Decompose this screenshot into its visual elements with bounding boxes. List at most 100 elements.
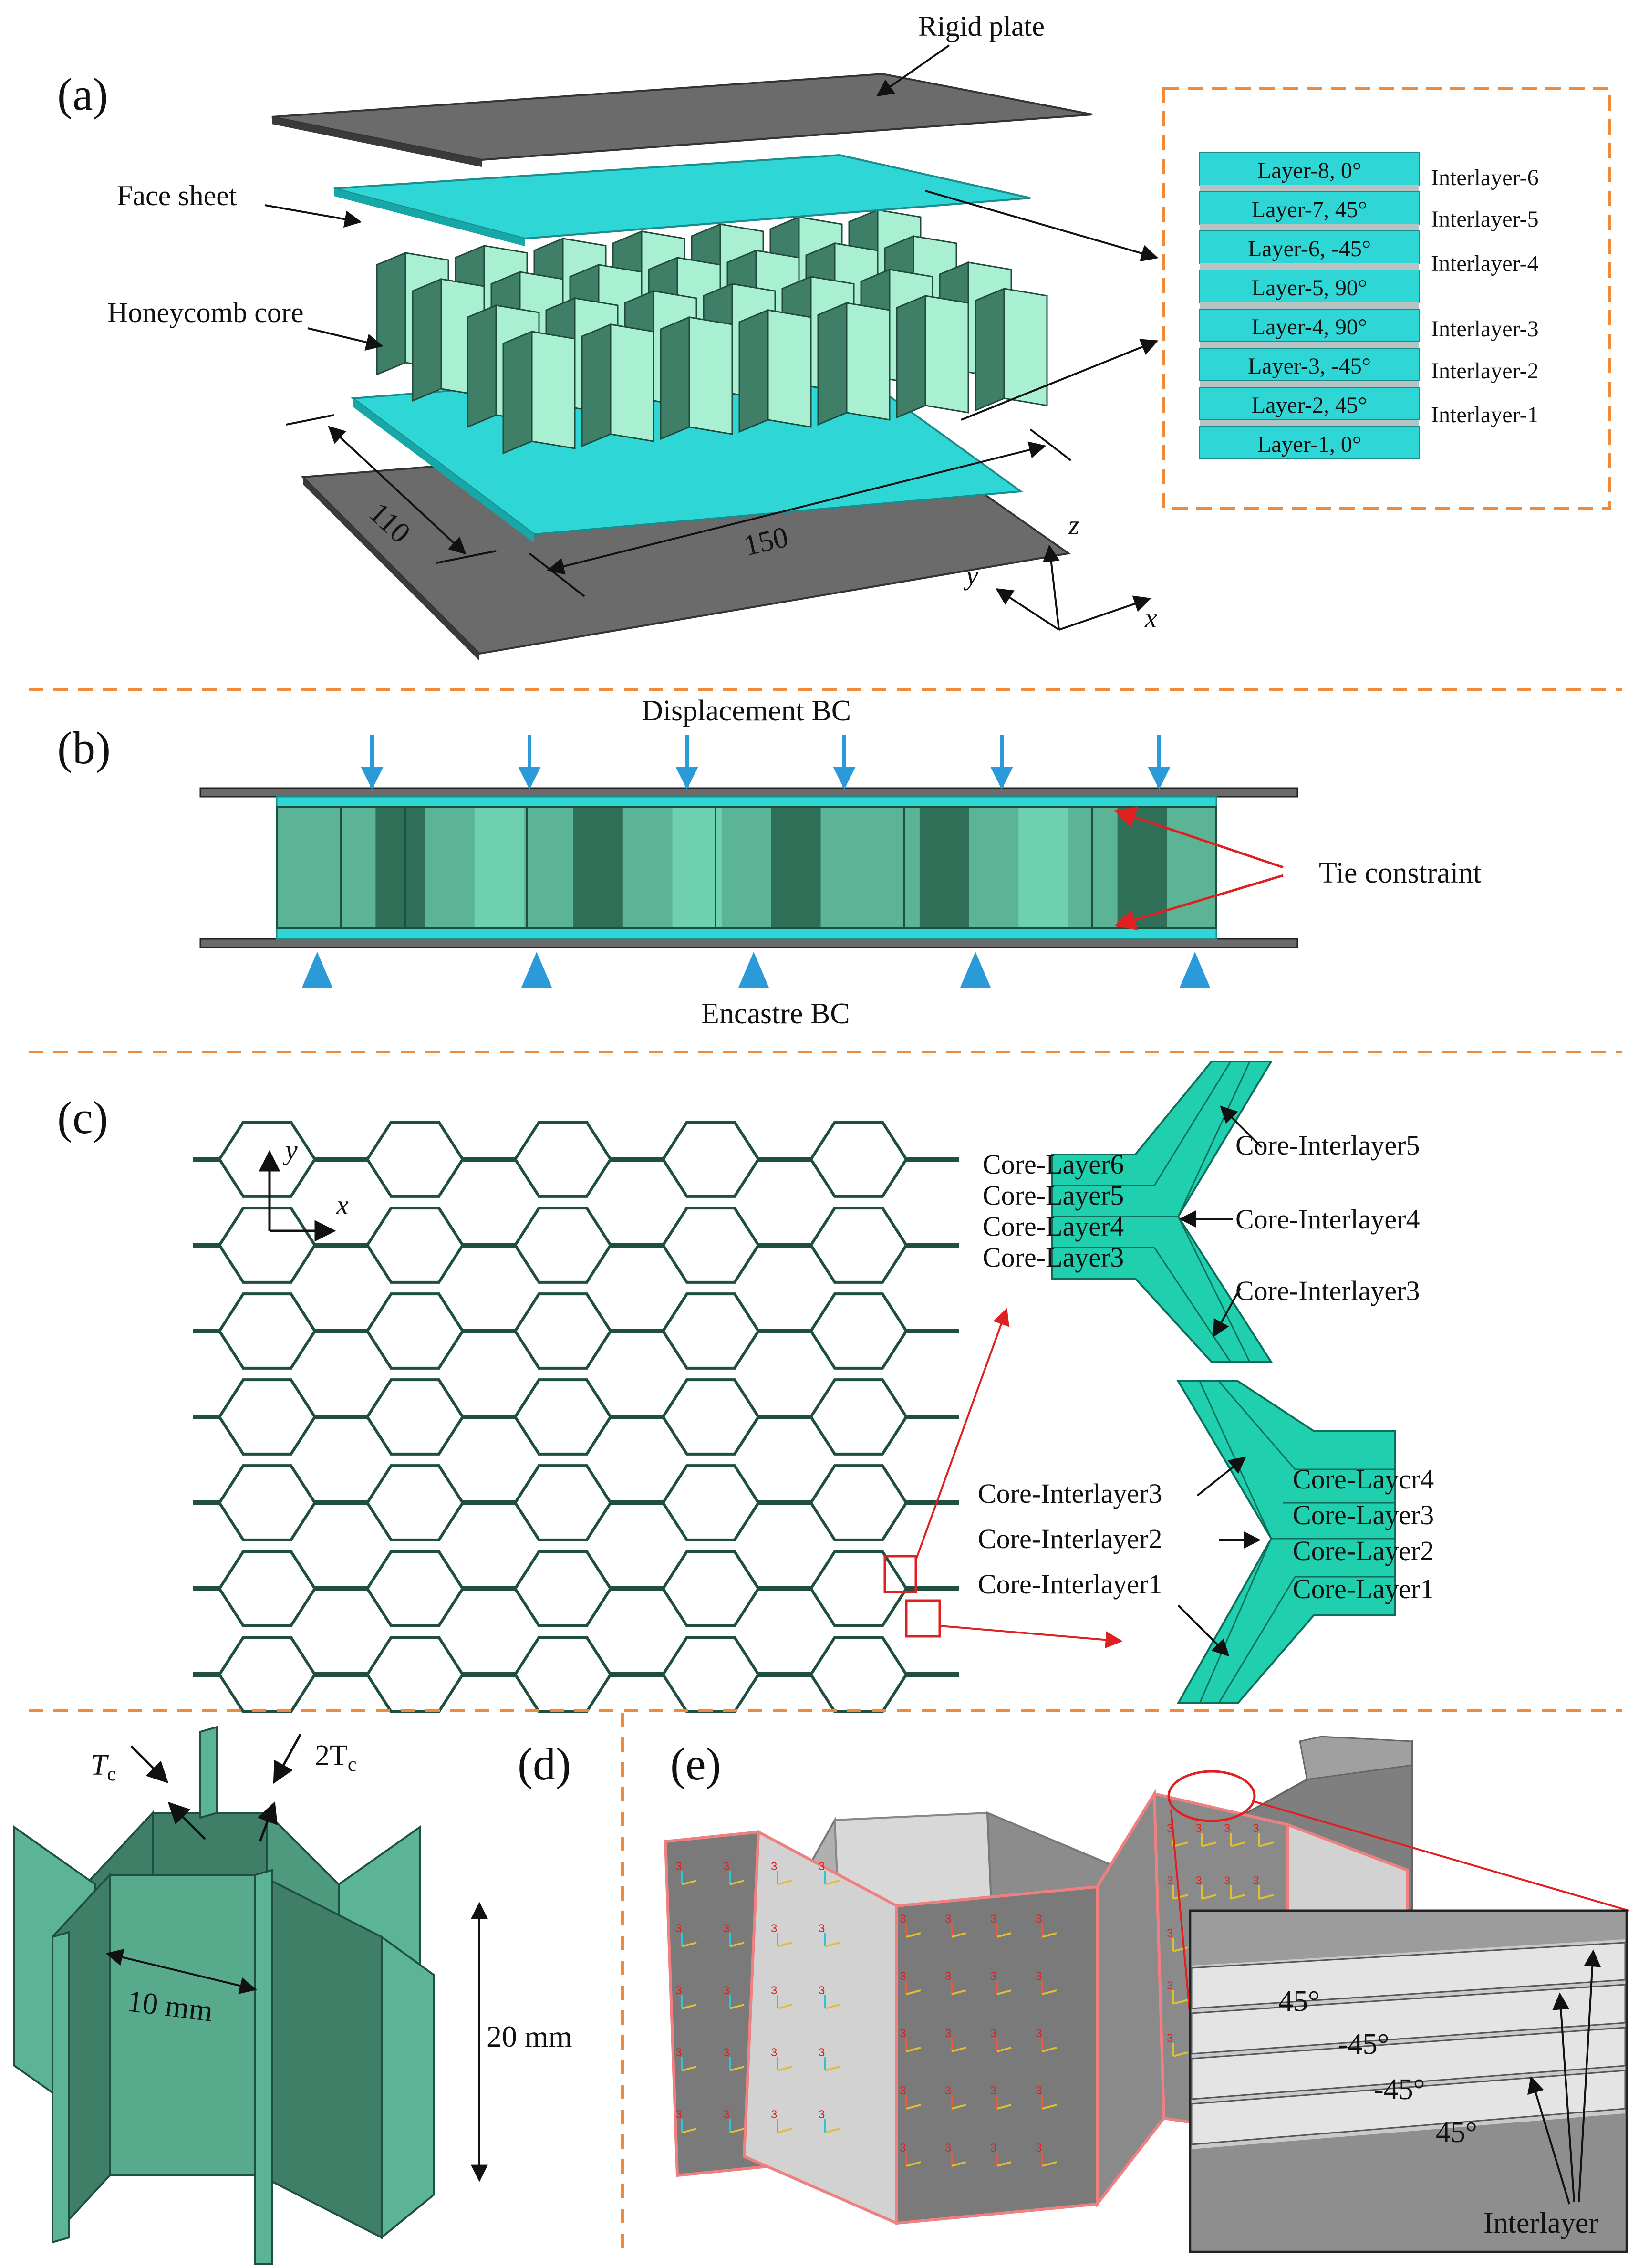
encastre-support bbox=[960, 952, 991, 988]
core-cell-wall-dark bbox=[467, 304, 497, 428]
dim-110-ext2 bbox=[436, 550, 497, 564]
panel-a-label: (a) bbox=[57, 69, 108, 120]
triad-label: 3 bbox=[1167, 2032, 1173, 2045]
hex-cell bbox=[218, 1207, 317, 1284]
hex-cell bbox=[661, 1207, 760, 1284]
top-face-sheet bbox=[333, 154, 1031, 240]
upper-core-layer-name: Layer5 bbox=[1046, 1180, 1124, 1211]
two-tc-arrow-a bbox=[273, 1733, 302, 1784]
triad-label: 3 bbox=[1224, 1822, 1230, 1835]
panel-c-label: (c) bbox=[57, 1092, 108, 1143]
top-rigid-plate-section bbox=[199, 787, 1298, 798]
e-inset-top-band bbox=[1192, 1912, 1625, 1966]
triad-label: 3 bbox=[723, 2108, 729, 2121]
core-section-strip bbox=[722, 807, 772, 928]
hex-cell bbox=[513, 1207, 612, 1284]
triad-axis bbox=[1173, 1841, 1188, 1847]
d-front-wall-center bbox=[109, 1874, 261, 2176]
lower-core-layer-label: Core-Layer1 bbox=[1293, 1573, 1434, 1604]
hex-cell bbox=[513, 1292, 612, 1370]
tc-arrow-b bbox=[167, 1801, 206, 1840]
hex-cell bbox=[365, 1292, 465, 1370]
core-section-strip bbox=[1117, 807, 1168, 928]
face-sheet-label: Face sheet bbox=[117, 180, 237, 211]
lower-interlayer-leader-1 bbox=[1196, 1456, 1246, 1497]
upper-arm-line-2 bbox=[1177, 1061, 1251, 1217]
core-cell-wall-dark bbox=[502, 330, 533, 455]
triad-axis bbox=[682, 1880, 697, 1885]
triad-axis bbox=[951, 1989, 966, 1995]
core-cell-wall-dark bbox=[817, 302, 848, 426]
lower-core-prefix: Core- bbox=[1293, 1573, 1356, 1604]
axis-y-label: y bbox=[964, 560, 978, 591]
e-zoom-leader-right bbox=[1252, 1800, 1629, 1912]
triad-label: 3 bbox=[990, 2027, 996, 2040]
core-section-strip bbox=[1018, 807, 1068, 928]
layup-leader-bottom bbox=[961, 339, 1159, 421]
panel-c: (c) y x Core-Layer6Core-Layer5Core-Layer… bbox=[57, 1061, 1434, 1713]
panel-d-label: (d) bbox=[518, 1738, 571, 1789]
d-width-dim-line bbox=[105, 1949, 257, 1994]
hex-cell bbox=[218, 1378, 317, 1456]
triad-axis bbox=[1202, 1841, 1217, 1847]
d-height-label: 20 mm bbox=[487, 2019, 572, 2053]
core-cell-wall-dark bbox=[581, 323, 612, 447]
encastre-support bbox=[738, 952, 769, 988]
upper-arm-line-1 bbox=[1153, 1061, 1232, 1186]
axis-z-label: z bbox=[1068, 510, 1079, 541]
core-cell-wall-light bbox=[531, 331, 576, 449]
two-tc-arrow-b bbox=[257, 1801, 278, 1842]
hex-cell bbox=[809, 1378, 908, 1456]
zoom-arrow-upper bbox=[915, 1308, 1009, 1561]
triad-label: 3 bbox=[819, 2108, 825, 2121]
panel-e: (e) 333333333333333333333333333333333333… bbox=[664, 1736, 1629, 2253]
triad-label: 3 bbox=[990, 2084, 996, 2097]
triad-axis bbox=[906, 1932, 921, 1938]
layup-layer-label: Layer-1, 0° bbox=[1257, 432, 1361, 457]
hex-cell bbox=[809, 1636, 908, 1713]
triad-axis bbox=[1042, 1989, 1057, 1995]
triad-label: 3 bbox=[1195, 1822, 1202, 1835]
hex-cell bbox=[365, 1636, 465, 1713]
core-section-strip bbox=[277, 807, 327, 928]
upper-junction-detail bbox=[1051, 1061, 1273, 1363]
triad-axis bbox=[906, 2161, 921, 2167]
hex-cell bbox=[809, 1550, 908, 1627]
triad-label: 3 bbox=[1167, 1874, 1173, 1887]
upper-interlayer-leader-1 bbox=[1220, 1105, 1263, 1148]
e-angle-3: -45° bbox=[1374, 2073, 1425, 2106]
hex-cell bbox=[661, 1378, 760, 1456]
layup-interlayer-label: Interlayer-3 bbox=[1431, 316, 1539, 342]
hex-cell bbox=[365, 1207, 465, 1284]
two-tc-sub: c bbox=[348, 1754, 357, 1776]
encastre-bc-label: Encastre BC bbox=[701, 998, 850, 1030]
hex-cell bbox=[365, 1464, 465, 1541]
zoom-arrow-lower bbox=[939, 1625, 1123, 1649]
core-section-strip bbox=[474, 807, 525, 928]
upper-core-prefix: Core- bbox=[983, 1242, 1046, 1273]
core-section-strip bbox=[771, 807, 821, 928]
lower-interlayer-3: Core-Interlayer3 bbox=[978, 1478, 1162, 1509]
hex-cell bbox=[218, 1636, 317, 1713]
triad-label: 3 bbox=[771, 2046, 777, 2059]
layup-callout-box bbox=[1162, 87, 1611, 510]
e-interlayer-label: Interlayer bbox=[1483, 2207, 1598, 2239]
hex-cell bbox=[661, 1550, 760, 1627]
upper-interlayer-leader-3 bbox=[1213, 1288, 1241, 1338]
selection-box-upper bbox=[883, 1555, 917, 1593]
dim-150-ext bbox=[529, 552, 585, 597]
triad-label: 3 bbox=[900, 2084, 906, 2097]
lower-core-layer-label: Core-Laycr4 bbox=[1293, 1464, 1434, 1495]
lower-core-prefix: Core- bbox=[1293, 1535, 1356, 1566]
layup-layer-label: Layer-7, 45° bbox=[1252, 197, 1367, 222]
layup-interlayer-label: Interlayer-5 bbox=[1431, 207, 1539, 232]
core-section-strip bbox=[1167, 807, 1217, 928]
triad-axis bbox=[1042, 2104, 1057, 2110]
triad-label: 3 bbox=[723, 1922, 729, 1935]
core-section-outline bbox=[276, 806, 1217, 929]
triad-label: 3 bbox=[771, 1984, 777, 1997]
hex-cell bbox=[218, 1292, 317, 1370]
upper-core-layer-label: Core-Layer6 bbox=[983, 1149, 1124, 1180]
triad-label: 3 bbox=[1036, 2084, 1042, 2097]
tc-label: Tc bbox=[91, 1749, 116, 1785]
